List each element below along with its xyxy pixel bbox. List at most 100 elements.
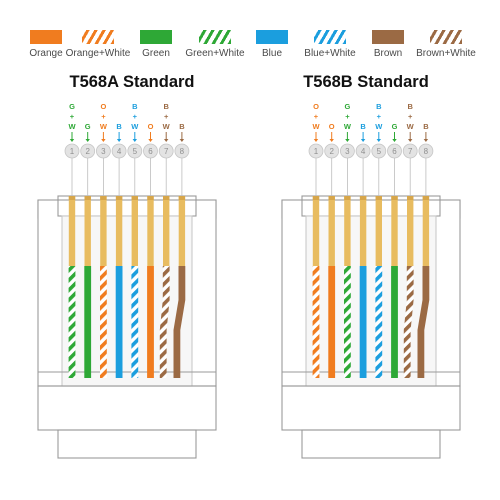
pin-letter: W <box>131 122 139 131</box>
pin-6: G6 <box>387 122 402 378</box>
gold-contact <box>328 196 335 266</box>
legend-swatch <box>430 30 462 44</box>
wire-blue-white <box>131 266 139 378</box>
pin-2: O2 <box>324 122 340 378</box>
pin-letter: + <box>164 112 169 121</box>
pin-7: B+W7 <box>402 102 418 378</box>
legend-label: Green+White <box>185 48 245 59</box>
pin-letter: B <box>376 102 382 111</box>
pin-letter: W <box>163 122 171 131</box>
wire-orange-white <box>100 266 107 378</box>
pin-5: B+W5 <box>127 102 143 378</box>
pin-number: 2 <box>329 147 334 156</box>
gold-contact-tip <box>163 196 170 200</box>
legend-label: Orange+White <box>65 48 131 59</box>
pin-arrow-head <box>423 139 429 142</box>
pin-letter: O <box>313 102 319 111</box>
pin-arrow-head <box>132 139 137 142</box>
pin-arrow-head <box>345 139 350 142</box>
gold-contact-tip <box>147 196 154 200</box>
pin-number: 3 <box>345 147 350 156</box>
wire-brown-white <box>159 266 170 378</box>
wire-green-white <box>344 266 351 378</box>
wire-orange <box>147 266 154 378</box>
wire-brown-white <box>403 266 414 378</box>
t568b-title: T568B Standard <box>303 73 429 91</box>
connector-body <box>281 195 461 459</box>
wire-blue-white <box>375 266 383 378</box>
gold-contact <box>68 196 76 266</box>
pin-arrow-head <box>329 139 334 142</box>
gold-contact-tip <box>100 196 107 200</box>
pin-number: 8 <box>424 147 429 156</box>
gold-contact <box>178 196 186 266</box>
pin-arrow-head <box>313 139 319 142</box>
wire-orange-white <box>312 266 320 378</box>
pin-arrow-head <box>164 139 169 142</box>
pin-arrow-head <box>101 139 106 142</box>
pin-number: 4 <box>361 147 366 156</box>
pin-letter: B <box>360 122 366 131</box>
t568a-title: T568A Standard <box>69 73 195 91</box>
pin-6: O6 <box>143 122 158 378</box>
pin-2: G2 <box>80 122 96 378</box>
gold-contact <box>344 196 351 266</box>
pin-letter: O <box>100 102 106 111</box>
legend-swatch <box>372 30 404 44</box>
gold-contact <box>163 196 170 266</box>
gold-contact <box>375 196 382 266</box>
pin-1: G+W1 <box>64 102 80 378</box>
gold-contact <box>147 196 154 266</box>
gold-contact-tip <box>312 196 320 200</box>
pin-letter: B <box>132 102 138 111</box>
pin-arrow-head <box>148 139 153 142</box>
pin-3: G+W3 <box>339 102 355 378</box>
pin-letter: B <box>407 102 413 111</box>
pin-letter: W <box>375 122 383 131</box>
wire-orange <box>328 266 336 378</box>
gold-contact-tip <box>359 196 367 200</box>
pin-8: B8 <box>417 122 434 378</box>
pin-number: 1 <box>314 147 319 156</box>
pin-letter: B <box>116 122 122 131</box>
gold-contact <box>100 196 107 266</box>
pin-letter: + <box>70 112 75 121</box>
gold-contact <box>312 196 320 266</box>
gold-contact <box>131 196 138 266</box>
legend-swatch <box>82 30 114 44</box>
gold-contact <box>359 196 367 266</box>
pin-number: 5 <box>377 147 382 156</box>
legend-label: Blue <box>261 48 283 59</box>
pin-letter: + <box>408 112 413 121</box>
wire-green <box>391 266 398 378</box>
pin-arrow-head <box>85 139 90 142</box>
pin-number: 1 <box>70 147 75 156</box>
pin-letter: + <box>314 112 319 121</box>
connector-body <box>37 195 217 459</box>
pin-letter: G <box>69 102 75 111</box>
legend-swatch <box>30 30 62 44</box>
gold-contact-tip <box>391 196 398 200</box>
gold-contact-tip <box>115 196 123 200</box>
pin-letter: + <box>345 112 350 121</box>
pin-letter: B <box>163 102 169 111</box>
pin-letter: W <box>100 122 108 131</box>
gold-contact-tip <box>68 196 76 200</box>
gold-contact-tip <box>422 196 430 200</box>
gold-contact-tip <box>178 196 186 200</box>
pin-number: 7 <box>164 147 169 156</box>
legend-swatch <box>256 30 288 44</box>
pin-letter: + <box>377 112 382 121</box>
pin-arrow-head <box>408 139 413 142</box>
legend-label: Brown <box>373 48 403 59</box>
pin-1: O+W1 <box>308 102 324 378</box>
gold-contact <box>391 196 398 266</box>
pin-number: 5 <box>133 147 138 156</box>
gold-contact <box>115 196 123 266</box>
gold-contact-tip <box>131 196 138 200</box>
gold-contact-tip <box>344 196 351 200</box>
pin-8: B8 <box>173 122 190 378</box>
